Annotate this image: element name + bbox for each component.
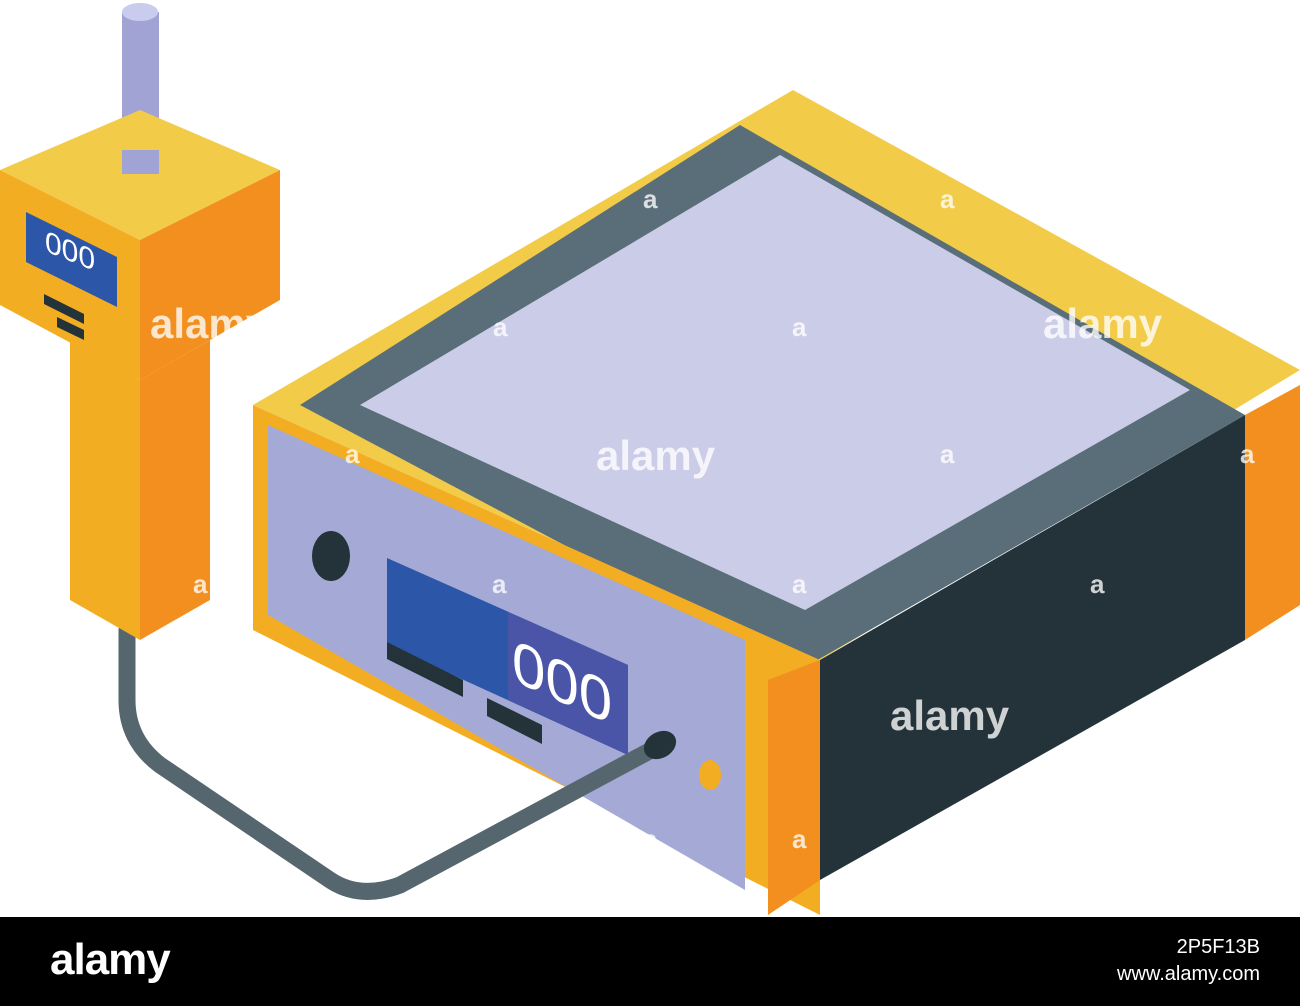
handheld-probe: 000 — [0, 3, 280, 640]
cable-port — [643, 730, 677, 760]
watermark-word: alamy — [890, 692, 1010, 739]
box-top-panel — [360, 155, 1190, 610]
watermark-letter: a — [940, 184, 955, 214]
watermark-letter: a — [792, 569, 807, 599]
footer-bar: alamy 2P5F13B www.alamy.com — [0, 917, 1300, 1006]
antenna-tip — [122, 3, 158, 21]
status-led — [699, 760, 721, 790]
illustration-stage: 000 000 alamy alamy alamy alamy — [0, 3, 1300, 915]
watermark-layer: alamy alamy alamy alamy a a a a a a a a … — [150, 184, 1255, 854]
watermark-letter: a — [643, 184, 658, 214]
watermark-letter: a — [1090, 569, 1105, 599]
probe-cable — [118, 621, 664, 900]
box-side-orange — [1245, 385, 1300, 640]
probe-screen — [26, 212, 117, 307]
slot-1 — [387, 642, 463, 697]
box-side-dark — [820, 415, 1245, 880]
box-front-right-edge — [768, 660, 820, 915]
watermark-letter: a — [792, 824, 807, 854]
watermark-word: alamy — [1043, 300, 1163, 347]
power-knob — [312, 531, 350, 581]
analyzer-box: 000 — [253, 90, 1300, 915]
probe-head-side — [140, 170, 280, 380]
main-screen-shade — [508, 612, 628, 755]
gas-detector-illustration: 000 000 alamy alamy alamy alamy — [0, 3, 1300, 915]
antenna-base — [122, 150, 159, 174]
watermark-letter: a — [643, 824, 658, 854]
watermark-letter: a — [193, 569, 208, 599]
watermark-letter: a — [493, 312, 508, 342]
probe-head-top — [0, 110, 280, 240]
watermark-letter: a — [940, 439, 955, 469]
watermark-letter: a — [492, 569, 507, 599]
footer-url: www.alamy.com — [1117, 963, 1260, 985]
footer-logo: alamy — [50, 935, 171, 984]
probe-handle-front — [70, 340, 140, 640]
watermark-letter: a — [1240, 439, 1255, 469]
watermark-letter: a — [345, 439, 360, 469]
watermark-word: alamy — [596, 432, 716, 479]
footer-info: 2P5F13B www.alamy.com — [1117, 934, 1260, 988]
footer-image-id: 2P5F13B — [1176, 936, 1260, 958]
watermark-letter: a — [792, 312, 807, 342]
slot-2 — [487, 698, 542, 744]
probe-slot-2 — [57, 317, 84, 340]
watermark-word: alamy — [150, 300, 270, 347]
probe-handle-side — [140, 340, 210, 640]
probe-slot-1 — [44, 294, 84, 324]
watermark-letter: a — [345, 698, 360, 728]
